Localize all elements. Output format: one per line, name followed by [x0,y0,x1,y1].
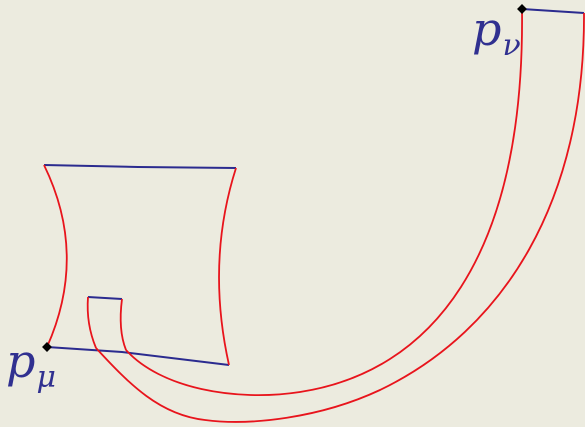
marked-points [42,4,527,352]
label-p-nu-base: p [472,2,502,56]
box-right-side [218,167,237,366]
red-curves [43,8,585,423]
tab-left-side [86,296,97,349]
blue-edges [43,8,585,366]
label-p-nu: pν [472,6,521,61]
label-p-mu-subscript: μ [36,360,56,395]
tab-right-side [119,298,127,351]
top-edge-left-box [43,164,237,169]
box-left-side [43,164,68,348]
outer-arm [95,12,585,423]
top-edge-right-arm [521,8,585,14]
label-p-mu-base: p [6,334,36,388]
inner-arm [125,8,523,397]
label-p-nu-subscript: ν [502,28,521,63]
top-edge-small-tab [87,296,123,300]
label-p-mu: pμ [6,338,56,393]
bottom-edge-left-box [46,346,230,366]
point-p-nu [517,4,527,14]
